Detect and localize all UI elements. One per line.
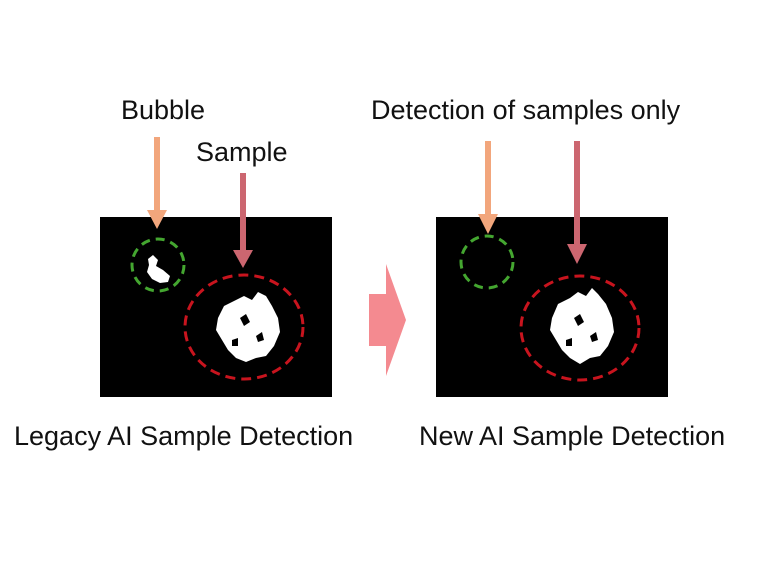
sample-detection-circle-new bbox=[519, 274, 641, 382]
detection-label: Detection of samples only bbox=[371, 95, 681, 125]
transition-arrow bbox=[369, 264, 406, 376]
bubble-pointer-arrow bbox=[147, 137, 167, 229]
bubble-label: Bubble bbox=[121, 95, 206, 125]
sample-pointer-arrow-new bbox=[567, 141, 587, 264]
sample-detection-circle bbox=[183, 273, 305, 381]
bubble-ignored-circle bbox=[459, 234, 515, 290]
bubble-detection-circle bbox=[130, 237, 186, 293]
sample-blob-new-holes bbox=[566, 314, 598, 346]
new-detection-image bbox=[436, 217, 668, 397]
new-caption: New AI Sample Detection bbox=[419, 421, 726, 451]
legacy-caption: Legacy AI Sample Detection bbox=[14, 421, 354, 451]
bubble-blob bbox=[147, 255, 170, 283]
sample-label: Sample bbox=[196, 137, 288, 167]
sample-blob-holes bbox=[232, 314, 264, 346]
legacy-detection-image bbox=[100, 217, 332, 397]
bubble-pointer-arrow-new bbox=[478, 141, 498, 234]
sample-pointer-arrow bbox=[233, 173, 253, 268]
